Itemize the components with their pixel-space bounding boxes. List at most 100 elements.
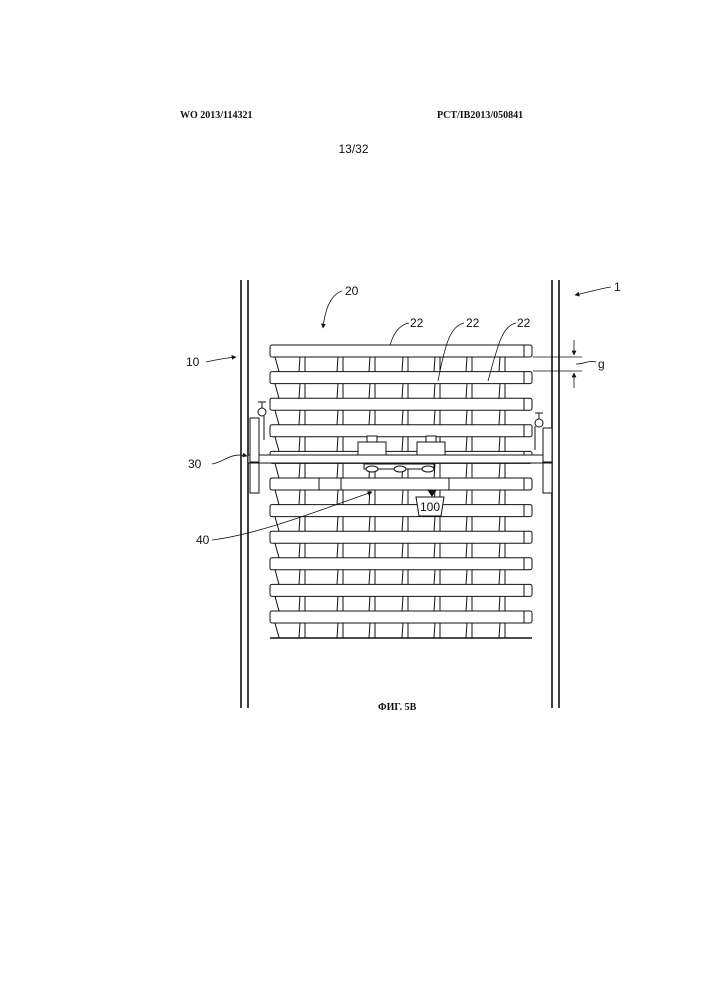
rack-post <box>298 356 301 372</box>
rack-post <box>401 543 404 558</box>
rack-post <box>401 596 404 612</box>
label-arm: 40 <box>196 533 210 547</box>
rack-post <box>433 410 436 425</box>
rack-bar <box>269 504 533 518</box>
rack-post <box>368 489 371 505</box>
rack-post <box>336 489 339 505</box>
label-item: 100 <box>420 500 440 514</box>
rack-post <box>274 436 280 452</box>
rack-post <box>433 543 436 558</box>
rack-post <box>498 543 501 558</box>
rack-post <box>368 596 371 612</box>
rack-post <box>274 516 280 532</box>
rack-post <box>368 383 371 399</box>
right-wall <box>551 280 560 708</box>
rack-post <box>498 596 501 612</box>
label-bar-a: 22 <box>410 316 424 330</box>
rack-bar <box>269 610 533 624</box>
rack-post <box>498 569 501 585</box>
rack-post <box>298 436 301 452</box>
rack-post <box>336 410 339 425</box>
rack-post <box>336 516 339 532</box>
rack-post <box>498 410 501 425</box>
rack-post <box>433 383 436 399</box>
rack-bar <box>269 557 533 571</box>
label-rack: 20 <box>345 284 359 298</box>
rack-post <box>336 383 339 399</box>
rack-post <box>433 516 436 532</box>
label-carriage: 30 <box>188 457 202 471</box>
rack-bar <box>269 397 533 411</box>
publication-number: WO 2013/114321 <box>180 110 253 121</box>
rack-post <box>368 543 371 558</box>
rack-bar <box>269 371 533 385</box>
rack-post <box>433 596 436 612</box>
rack-post <box>465 596 468 612</box>
sheet-number: 13/32 <box>338 142 369 156</box>
rack-post <box>274 356 280 372</box>
rack-post <box>336 356 339 372</box>
rack-post <box>401 622 404 638</box>
rack-post <box>298 463 301 479</box>
rack-post <box>368 516 371 532</box>
rack-post <box>433 463 436 479</box>
rack-post <box>433 622 436 638</box>
rack-post <box>401 356 404 372</box>
rack-post <box>498 356 501 372</box>
carriage <box>247 401 553 494</box>
rack-post <box>298 569 301 585</box>
rack-post <box>498 516 501 532</box>
application-number: PCT/IB2013/050841 <box>437 110 524 121</box>
rack-post <box>465 436 468 452</box>
rack-post <box>465 356 468 372</box>
rack-bar <box>269 583 533 597</box>
left-wall <box>240 280 249 708</box>
rack-post <box>336 436 339 452</box>
rack-post <box>401 436 404 452</box>
rack-post <box>274 622 280 638</box>
label-gap: g <box>598 357 605 371</box>
gap-dimension <box>533 340 597 388</box>
rack-post <box>433 569 436 585</box>
rack-bar <box>269 530 533 544</box>
rack-post <box>298 489 301 505</box>
rack-post <box>336 622 339 638</box>
item-container <box>415 496 445 517</box>
rack-post <box>368 356 371 372</box>
rack-post <box>336 596 339 612</box>
rack-bars <box>269 344 533 638</box>
label-bar-b: 22 <box>466 316 480 330</box>
rack-post <box>465 463 468 479</box>
rack-post <box>498 383 501 399</box>
rack-bar <box>269 344 533 358</box>
rack-post <box>498 436 501 452</box>
rack-post <box>498 622 501 638</box>
rack-post <box>498 489 501 505</box>
rack-post <box>465 383 468 399</box>
rack-post <box>298 543 301 558</box>
rack-post <box>298 516 301 532</box>
label-wall: 10 <box>186 355 200 369</box>
rack-post <box>298 596 301 612</box>
leader-lines <box>205 286 612 541</box>
rack-post <box>401 516 404 532</box>
rack-post <box>368 569 371 585</box>
rack-post <box>336 543 339 558</box>
rack-post <box>401 569 404 585</box>
rack-post <box>401 489 404 505</box>
rack-bar <box>269 424 533 438</box>
rack-post <box>274 489 280 505</box>
rack-post <box>298 383 301 399</box>
label-device: 1 <box>614 280 621 294</box>
rack-post <box>336 569 339 585</box>
rack-post <box>368 410 371 425</box>
rack-post <box>465 543 468 558</box>
rack-post <box>465 489 468 505</box>
rack-post <box>298 410 301 425</box>
rack-post <box>274 596 280 612</box>
rack-post <box>498 463 501 479</box>
rack-post <box>274 383 280 399</box>
rack-post <box>298 622 301 638</box>
rack-post <box>465 516 468 532</box>
